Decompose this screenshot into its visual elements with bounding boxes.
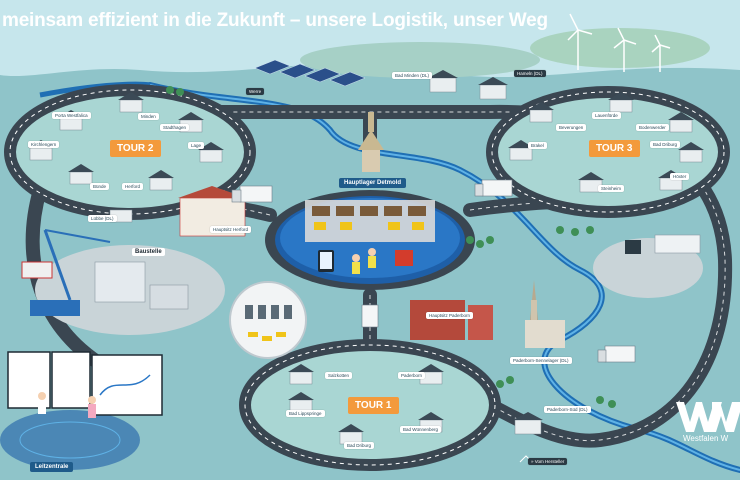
- branch-label: Bad Minden (DL): [392, 72, 433, 79]
- solar-field: [254, 59, 366, 87]
- hq-label: Hauptsitz Herford: [210, 226, 252, 233]
- tour2-stop: Porta Westfalica: [52, 112, 91, 119]
- hub-label: Hauptlager Detmold: [339, 178, 407, 188]
- tour-1-badge: TOUR 1: [348, 397, 399, 414]
- tour1-stop: Bad Wünnenberg: [400, 426, 442, 433]
- tour3-stop: Lauenförde: [592, 112, 621, 119]
- tour1-stop: Paderborn: [398, 372, 426, 379]
- tour3-stop: Bodenwerder: [636, 124, 669, 131]
- excavator-site: [593, 234, 703, 298]
- trees: [166, 86, 616, 408]
- control-center: [0, 351, 163, 470]
- tour2-stop: Lage: [188, 142, 205, 149]
- tour3-stop: Beverungen: [556, 124, 587, 131]
- river-label: Werre: [246, 88, 265, 95]
- construction-label: Baustelle: [132, 248, 165, 256]
- branch-label: Paderborn-Sennelager (DL): [510, 357, 572, 364]
- wind-turbines: [567, 13, 671, 72]
- tour1-stop: Bad Driburg: [344, 442, 375, 449]
- tour-3-badge: TOUR 3: [589, 140, 640, 157]
- tour2-stop: Stadthagen: [160, 124, 190, 131]
- supplier-label: » Vom Hersteller: [528, 458, 568, 465]
- branch-label: Paderborn-Süd (DL): [544, 406, 591, 413]
- control-center-label: Leitzentrale: [30, 462, 74, 472]
- tour1-stop: Salzkotten: [325, 372, 353, 379]
- branch-label: Hameln (DL): [514, 70, 546, 77]
- branch-label: Lübbe (DL): [88, 215, 117, 222]
- tour-2-badge: TOUR 2: [110, 140, 161, 157]
- trucks: [231, 179, 636, 363]
- tech-room: [229, 281, 307, 359]
- tour2-stop: Minden: [138, 113, 159, 120]
- tour2-stop: Bünde: [90, 183, 110, 190]
- brand-text: Westfalen W: [683, 434, 729, 443]
- tour1-stop: Bad Lippspringe: [286, 410, 325, 417]
- tour3-stop: Steinheim: [598, 185, 625, 192]
- tour2-stop: Kirchlengern: [28, 141, 60, 148]
- tour3-stop: Bad Driburg: [650, 141, 681, 148]
- page-title: meinsam effizient in die Zukunft – unser…: [2, 10, 548, 31]
- construction-site: [21, 229, 225, 335]
- hq-label: Hauptsitz Paderborn: [426, 312, 474, 319]
- paderborn-hq: [410, 300, 493, 340]
- central-warehouse: [265, 112, 475, 290]
- church: [525, 280, 565, 348]
- tour3-stop: Brakel: [528, 142, 547, 149]
- logo-ww: [676, 402, 740, 432]
- town-buildings: [29, 77, 703, 445]
- tour2-stop: Herford: [122, 183, 144, 190]
- tour3-stop: Höxter: [670, 173, 690, 180]
